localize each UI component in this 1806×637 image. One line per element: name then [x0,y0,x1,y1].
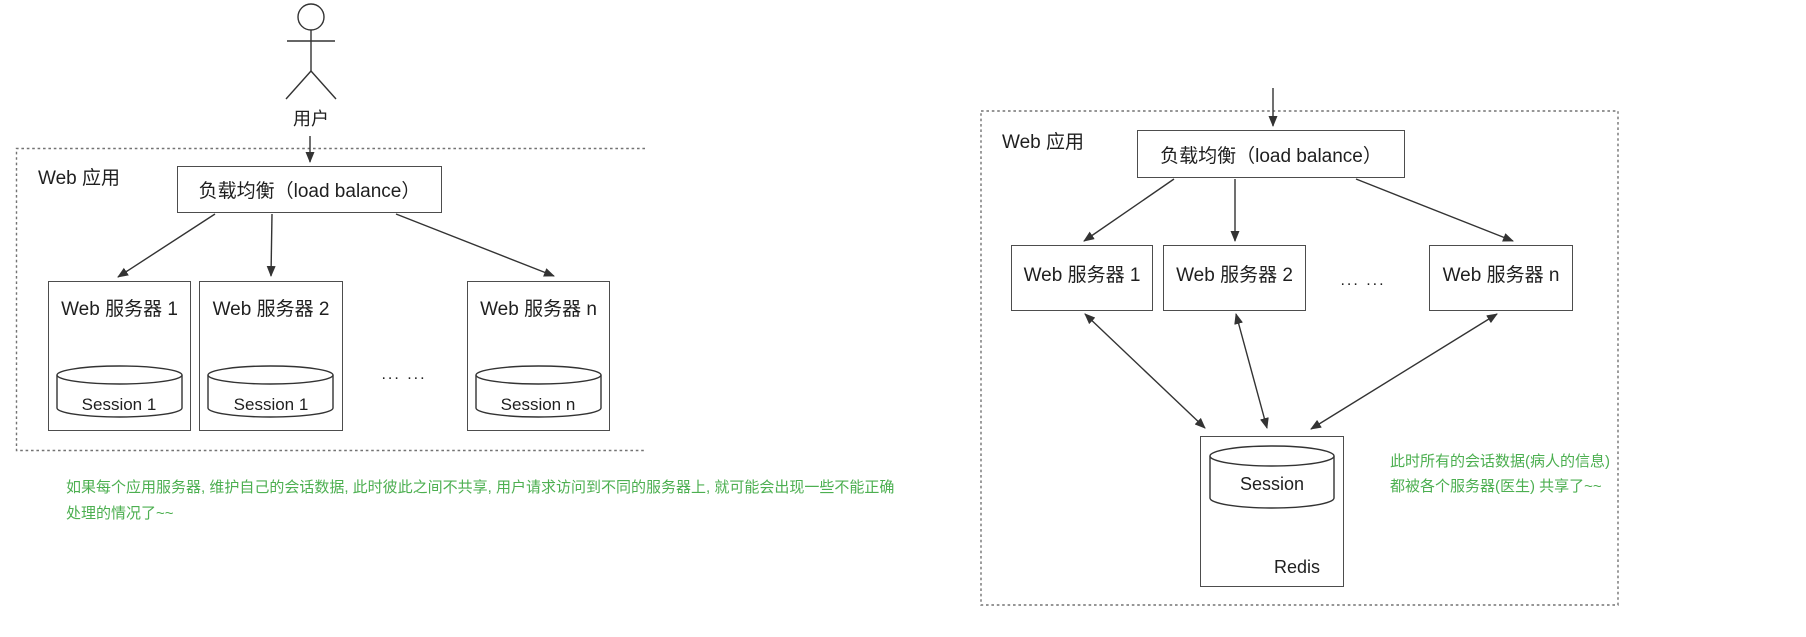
left-web-server-1-label: Web 服务器 1 [61,299,178,320]
left-web-server-n-label: Web 服务器 n [480,299,597,320]
left-annotation-line2: 处理的情况了~~ [66,505,174,522]
left-lb-to-server1-arrow [117,213,216,278]
right-container-label: Web 应用 [1002,132,1085,153]
right-web-server-n-label: Web 服务器 n [1442,264,1560,286]
left-ellipsis: ... ... [381,366,427,383]
redis-box [1200,436,1344,587]
right-annotation-line2: 都被各个服务器(医生) 共享了~~ [1390,478,1602,495]
left-lb-to-server2-arrow [266,213,276,277]
right-web-server-2-box: Web 服务器 2 [1163,245,1306,311]
redis-label: Redis [1274,557,1321,577]
right-annotation: 此时所有的会话数据(病人的信息) 都被各个服务器(医生) 共享了~~ [1390,449,1610,499]
user-label: 用户 [293,109,329,129]
right-load-balancer-box: 负载均衡（load balance） [1137,130,1405,178]
left-session-n-label: Session n [500,395,576,414]
left-session-2-label: Session 1 [233,395,309,414]
right-annotation-line1: 此时所有的会话数据(病人的信息) [1390,453,1610,470]
right-lb-to-server1-arrow [1083,178,1175,242]
left-annotation-line1: 如果每个应用服务器, 维护自己的会话数据, 此时彼此之间不共享, 用户请求访问到… [66,479,895,496]
left-load-balancer-box: 负载均衡（load balance） [177,166,442,213]
left-web-server-2-label: Web 服务器 2 [212,299,330,320]
right-web-server-2-label: Web 服务器 2 [1176,264,1293,286]
servern-redis-double-arrow [1310,313,1498,430]
server1-redis-double-arrow [1084,313,1206,429]
left-annotation: 如果每个应用服务器, 维护自己的会话数据, 此时彼此之间不共享, 用户请求访问到… [66,475,894,527]
left-container-label: Web 应用 [38,168,121,189]
right-web-server-n-box: Web 服务器 n [1429,245,1573,311]
server2-redis-double-arrow [1234,313,1269,429]
left-load-balancer-label: 负载均衡（load balance） [198,181,421,202]
right-web-server-1-box: Web 服务器 1 [1011,245,1153,311]
right-web-server-1-label: Web 服务器 1 [1023,264,1141,286]
user-stick-figure-icon [285,3,337,100]
right-ellipsis: ... ... [1340,272,1386,289]
right-load-balancer-label: 负载均衡（load balance） [1160,145,1382,167]
right-lb-to-servern-arrow [1355,178,1514,242]
redis-session-label: Session [1239,474,1305,494]
left-session-1-label: Session 1 [81,395,157,414]
left-lb-to-servern-arrow [395,213,555,277]
